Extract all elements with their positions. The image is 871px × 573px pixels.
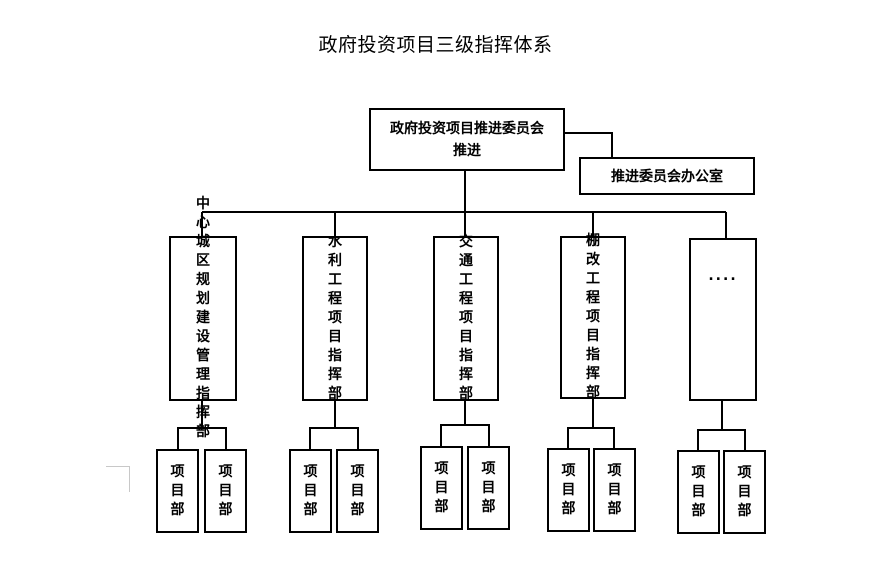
connector-cmd4-branch — [567, 427, 615, 448]
top-committee-box: 政府投资项目推进委员会推进 — [369, 108, 565, 171]
project-label: 项目部 — [303, 463, 318, 518]
command-label-4: 棚改工程项目指挥部 — [585, 233, 600, 401]
project-box-1-2: 项目部 — [204, 449, 247, 533]
diagram-title: 政府投资项目三级指挥体系 — [318, 34, 553, 56]
project-box-5-2: 项目部 — [723, 450, 766, 534]
project-box-5-1: 项目部 — [677, 450, 720, 534]
command-label-2: 水利工程项目指挥部 — [327, 234, 342, 402]
project-label: 项目部 — [170, 463, 185, 518]
project-label: 项目部 — [481, 460, 496, 515]
project-label: 项目部 — [434, 460, 449, 515]
project-box-4-2: 项目部 — [593, 448, 636, 532]
office-box: 推进委员会办公室 — [579, 157, 755, 195]
office-label: 推进委员会办公室 — [611, 169, 723, 185]
project-box-3-2: 项目部 — [467, 446, 510, 530]
top-committee-label: 政府投资项目推进委员会推进 — [390, 120, 544, 159]
connector-cmd1-branch — [177, 427, 227, 449]
command-box-4: 棚改工程项目指挥部 — [560, 233, 626, 401]
project-box-4-1: 项目部 — [547, 448, 590, 532]
project-label: 项目部 — [561, 462, 576, 517]
project-label: 项目部 — [218, 463, 233, 518]
command-box-3: 交通工程项目指挥部 — [433, 234, 499, 402]
command-label-3: 交通工程项目指挥部 — [458, 234, 473, 402]
page-corner-mark — [106, 466, 130, 492]
project-label: 项目部 — [737, 464, 752, 519]
command-box-2: 水利工程项目指挥部 — [302, 234, 368, 402]
project-box-3-1: 项目部 — [420, 446, 463, 530]
project-box-1-1: 项目部 — [156, 449, 199, 533]
project-box-2-2: 项目部 — [336, 449, 379, 533]
project-label: 项目部 — [607, 462, 622, 517]
connector-cmd3-branch — [440, 424, 490, 446]
command-label-5: .... — [708, 268, 738, 284]
project-label: 项目部 — [350, 463, 365, 518]
command-box-1: 中心城区规划建设管理指挥部 — [169, 196, 237, 440]
connector-top-office — [565, 132, 613, 158]
connector-cmd2-branch — [309, 427, 359, 449]
command-label-1: 中心城区规划建设管理指挥部 — [195, 196, 210, 440]
project-label: 项目部 — [691, 464, 706, 519]
connector-cmd5-branch — [697, 429, 746, 450]
command-box-5: .... — [689, 238, 757, 401]
project-box-2-1: 项目部 — [289, 449, 332, 533]
